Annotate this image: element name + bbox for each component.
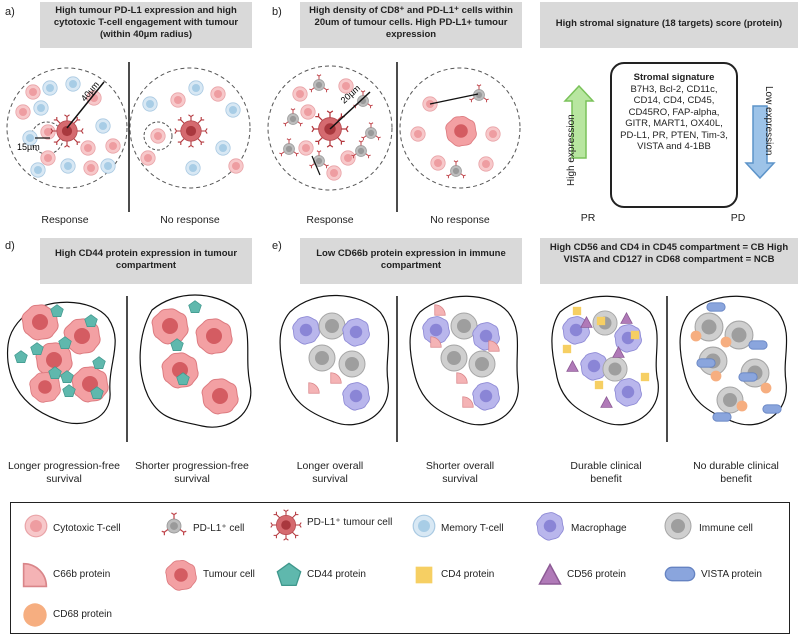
legend-label: Cytotoxic T-cell <box>53 523 121 534</box>
panel-a-right-label: No response <box>160 214 220 226</box>
legend-label: C66b protein <box>53 569 111 580</box>
stromal-signature-targets: B7H3, Bcl-2, CD11c, CD14, CD4, CD45, CD4… <box>620 83 728 153</box>
panel-b-title: High density of CD8⁺ and PD-L1⁺ cells wi… <box>300 2 522 48</box>
panel-e-right-label: Shorter overall survival <box>425 460 495 485</box>
legend-label: PD-L1⁺ tumour cell <box>307 517 393 528</box>
panel-c-left-label: PR <box>580 212 596 224</box>
panel-d-title: High CD44 protein expression in tumour c… <box>40 238 252 284</box>
stromal-signature-title: Stromal signature <box>633 72 715 83</box>
panel-a-left-label: Response <box>41 214 89 226</box>
legend-label: Memory T-cell <box>441 523 504 534</box>
panel-e-left-label: Longer overall survival <box>296 460 364 485</box>
legend-label: Tumour cell <box>203 569 255 580</box>
panel-d-left-label: Longer progression-free survival <box>7 460 121 485</box>
high-expression-label: High expression <box>566 114 577 186</box>
low-expression-label: Low expression <box>763 86 774 156</box>
legend-label: VISTA protein <box>701 569 762 580</box>
panel-c-diagram <box>563 84 776 180</box>
panel-d-right-label: Shorter progression-free survival <box>135 460 249 485</box>
legend-label: CD44 protein <box>307 569 366 580</box>
legend-box: Cytotoxic T-cell PD-L1⁺ cell PD-L1⁺ tumo… <box>10 502 790 634</box>
panel-d-letter: d) <box>5 240 15 252</box>
legend-label: Macrophage <box>571 523 627 534</box>
panel-d-diagram <box>6 294 252 442</box>
panel-a-title: High tumour PD-L1 expression and high cy… <box>40 2 252 48</box>
stromal-signature-box: Stromal signature B7H3, Bcl-2, CD11c, CD… <box>610 62 738 208</box>
panel-f-diagram <box>551 295 788 442</box>
panel-f-left-label: Durable clinical benefit <box>570 460 642 485</box>
panel-b-letter: b) <box>272 6 282 18</box>
panel-a-diagram: 40µm 15µm <box>6 62 251 212</box>
panel-c-title: High stromal signature (18 targets) scor… <box>540 2 798 48</box>
panel-f-right-label: No durable clinical benefit <box>693 460 779 485</box>
radius-15-label: 15µm <box>17 142 40 152</box>
panel-b-right-label: No response <box>430 214 490 226</box>
panel-e-title: Low CD66b protein expression in immune c… <box>300 238 522 284</box>
legend-label: Immune cell <box>699 523 753 534</box>
legend-label: CD68 protein <box>53 609 112 620</box>
panel-e-letter: e) <box>272 240 282 252</box>
panel-c-right-label: PD <box>730 212 746 224</box>
panel-a-letter: a) <box>5 6 15 18</box>
legend-label: CD56 protein <box>567 569 626 580</box>
panel-f-title: High CD56 and CD4 in CD45 compartment = … <box>540 238 798 284</box>
panel-e-diagram <box>279 294 519 442</box>
panel-b-diagram: 20µm <box>267 62 521 212</box>
legend-label: CD4 protein <box>441 569 495 580</box>
panel-b-left-label: Response <box>306 214 354 226</box>
legend-label: PD-L1⁺ cell <box>193 523 245 534</box>
